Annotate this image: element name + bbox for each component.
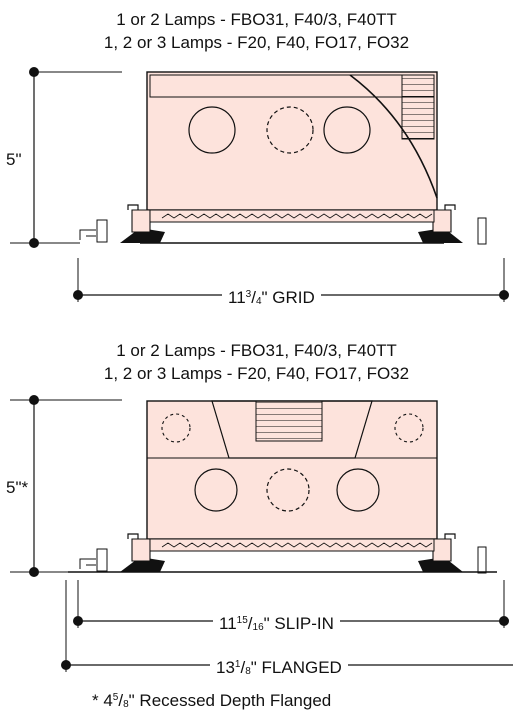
footnote: * 45/8" Recessed Depth Flanged	[92, 691, 332, 710]
flanged-width-label: 131/8" FLANGED	[210, 655, 348, 682]
top-height-label: 5"	[6, 150, 22, 170]
top-lamp-1	[188, 106, 236, 154]
bottom-lamp-2	[266, 468, 310, 512]
bottom-lamps-line-1: 1 or 2 Lamps - FBO31, F40/3, F40TT	[116, 341, 397, 360]
slipin-width-label: 1115/16" SLIP-IN	[213, 611, 340, 638]
bottom-lamp-3	[336, 468, 380, 512]
top-height-bottom-dot	[29, 238, 39, 248]
top-left-bracket	[120, 228, 165, 243]
top-right-bracket	[418, 228, 463, 243]
top-lamp-2	[266, 106, 314, 154]
top-lamps-line-2: 1, 2 or 3 Lamps - F20, F40, FO17, FO32	[103, 33, 410, 52]
bottom-height-label: 5"*	[6, 478, 29, 498]
top-housing	[146, 71, 438, 211]
top-door-arc	[349, 74, 438, 199]
top-ballast	[401, 74, 435, 140]
top-lamp-3	[323, 106, 371, 154]
bottom-lamps-line-2: 1, 2 or 3 Lamps - F20, F40, FO17, FO32	[103, 364, 410, 383]
top-fixture-drawing	[10, 67, 509, 302]
bottom-fixture-drawing	[10, 395, 513, 672]
bottom-lamp-1	[194, 468, 238, 512]
bottom-ballast	[255, 400, 323, 442]
top-height-top-dot	[29, 67, 39, 77]
top-lamps-line-1: 1 or 2 Lamps - FBO31, F40/3, F40TT	[116, 10, 397, 29]
grid-width-label: 113/4" GRID	[222, 285, 321, 312]
